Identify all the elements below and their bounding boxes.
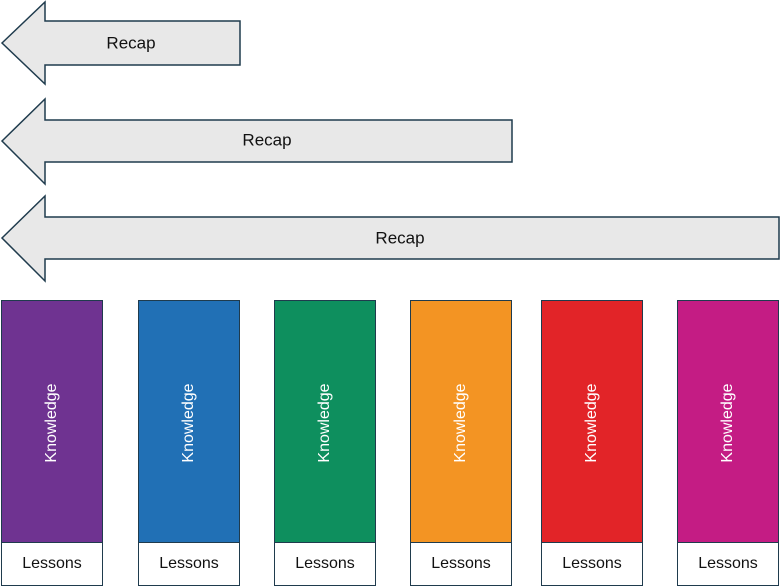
recap-arrow-1: Recap bbox=[0, 0, 241, 86]
knowledge-column-2: Knowledge Lessons bbox=[138, 300, 240, 586]
recap-arrow-1-label: Recap bbox=[106, 34, 155, 53]
knowledge-bar-4: Knowledge bbox=[410, 300, 512, 543]
lessons-box-5: Lessons bbox=[541, 542, 643, 586]
knowledge-bar-5: Knowledge bbox=[541, 300, 643, 543]
knowledge-bar-1: Knowledge bbox=[1, 300, 103, 543]
recap-arrow-1-shape bbox=[0, 0, 241, 86]
lessons-box-1: Lessons bbox=[1, 542, 103, 586]
lessons-box-3: Lessons bbox=[274, 542, 376, 586]
knowledge-column-4: Knowledge Lessons bbox=[410, 300, 512, 586]
recap-arrow-3-label: Recap bbox=[375, 229, 424, 248]
recap-arrow-2-label: Recap bbox=[242, 131, 291, 150]
recap-arrow-2-shape bbox=[0, 97, 513, 186]
knowledge-label-2: Knowledge bbox=[180, 383, 197, 463]
knowledge-column-5: Knowledge Lessons bbox=[541, 300, 643, 586]
knowledge-column-1: Knowledge Lessons bbox=[1, 300, 103, 586]
knowledge-column-6: Knowledge Lessons bbox=[677, 300, 779, 586]
knowledge-label-3: Knowledge bbox=[316, 383, 333, 463]
recap-arrow-2: Recap bbox=[0, 97, 513, 186]
knowledge-label-6: Knowledge bbox=[719, 383, 736, 463]
knowledge-label-5: Knowledge bbox=[583, 383, 600, 463]
lessons-box-6: Lessons bbox=[677, 542, 779, 586]
recap-arrows: Recap Recap Recap bbox=[0, 0, 780, 283]
knowledge-bar-2: Knowledge bbox=[138, 300, 240, 543]
lessons-box-2: Lessons bbox=[138, 542, 240, 586]
knowledge-bar-6: Knowledge bbox=[677, 300, 779, 543]
knowledge-bar-3: Knowledge bbox=[274, 300, 376, 543]
recap-arrow-3-shape bbox=[0, 194, 780, 283]
knowledge-column-3: Knowledge Lessons bbox=[274, 300, 376, 586]
knowledge-label-1: Knowledge bbox=[43, 383, 60, 463]
recap-arrow-3: Recap bbox=[0, 194, 780, 283]
knowledge-label-4: Knowledge bbox=[452, 383, 469, 463]
lessons-box-4: Lessons bbox=[410, 542, 512, 586]
